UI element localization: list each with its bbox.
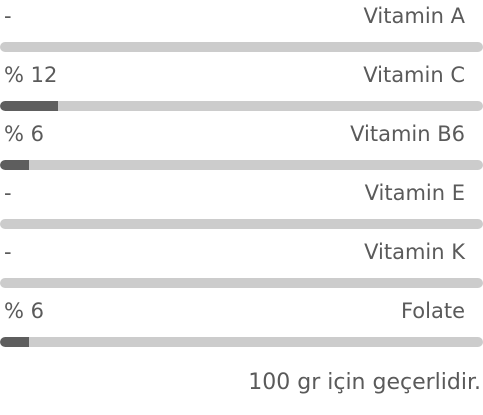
nutrient-value: - [4, 240, 12, 264]
nutrient-value: - [4, 4, 12, 28]
nutrient-row-folate: % 6 Folate [0, 295, 483, 354]
nutrient-bar [0, 219, 483, 229]
nutrient-name: Folate [400, 299, 465, 323]
nutrient-row-vitamin-k: - Vitamin K [0, 236, 483, 295]
nutrient-value: % 6 [4, 122, 44, 146]
nutrient-name: Vitamin C [363, 63, 465, 87]
nutrient-value: % 6 [4, 299, 44, 323]
nutrient-bar [0, 278, 483, 288]
nutrient-name: Vitamin A [363, 4, 465, 28]
nutrient-row-vitamin-e: - Vitamin E [0, 177, 483, 236]
nutrient-value: % 12 [4, 63, 58, 87]
nutrient-name: Vitamin K [364, 240, 465, 264]
nutrient-row-vitamin-b6: % 6 Vitamin B6 [0, 118, 483, 177]
nutrient-row-vitamin-a: - Vitamin A [0, 0, 483, 59]
nutrient-name: Vitamin E [364, 181, 465, 205]
nutrient-list: - Vitamin A % 12 Vitamin C % 6 Vitamin B… [0, 0, 483, 354]
nutrient-bar-fill [0, 101, 58, 111]
nutrient-bar-fill [0, 160, 29, 170]
nutrient-row-vitamin-c: % 12 Vitamin C [0, 59, 483, 118]
serving-footnote: 100 gr için geçerlidir. [248, 370, 481, 395]
nutrient-bar-fill [0, 337, 29, 347]
nutrient-bar [0, 160, 483, 170]
nutrient-bar [0, 337, 483, 347]
nutrient-value: - [4, 181, 12, 205]
nutrient-name: Vitamin B6 [350, 122, 465, 146]
nutrient-bar [0, 101, 483, 111]
nutrient-bar [0, 42, 483, 52]
